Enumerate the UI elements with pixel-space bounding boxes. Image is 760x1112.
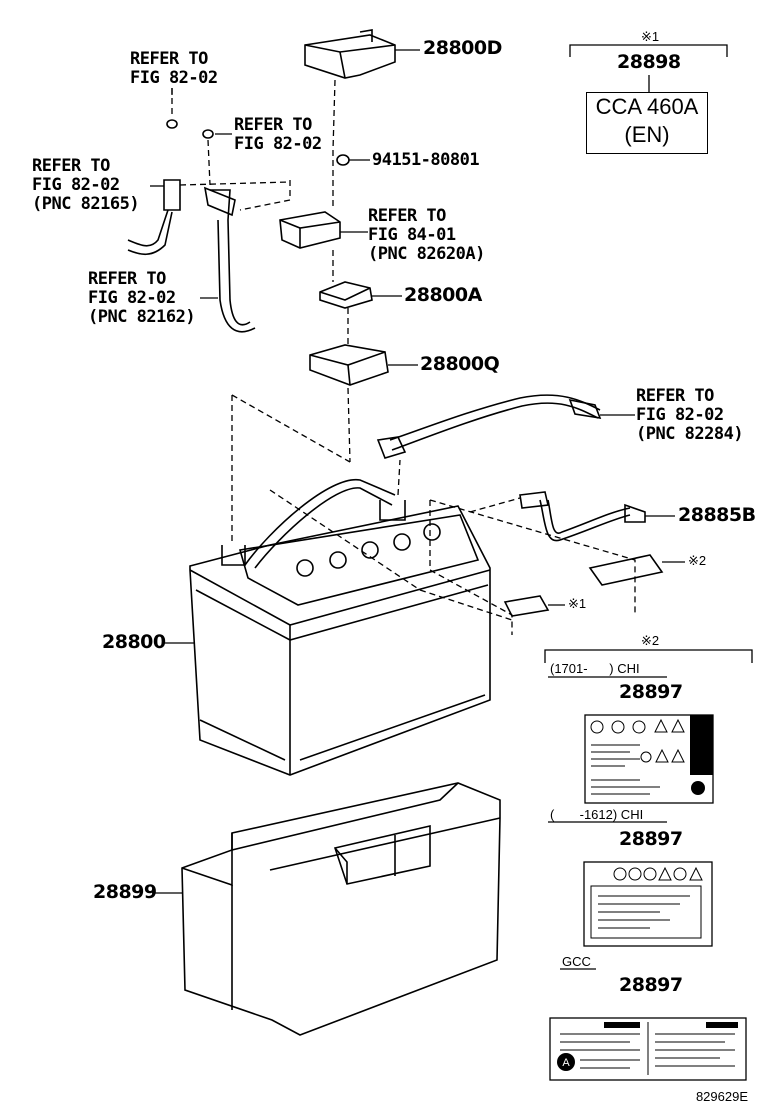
label-28897-1701 xyxy=(584,714,714,804)
part-28898: 28898 xyxy=(617,51,681,73)
battery-tray xyxy=(181,782,501,1036)
part-28899: 28899 xyxy=(93,881,157,903)
part-94151-80801: 94151-80801 xyxy=(372,150,480,170)
part-28897-1701: 28897 xyxy=(619,681,683,703)
cca-rating: CCA 460A xyxy=(595,94,699,119)
part-28800D: 28800D xyxy=(423,37,502,59)
label-sheet-2 xyxy=(588,554,664,586)
bolt-top xyxy=(166,119,178,129)
part-28897-1612: 28897 xyxy=(619,828,683,850)
clamp-28800A xyxy=(319,281,373,309)
battery-cable xyxy=(244,394,646,569)
note-mark1-header: ※1 xyxy=(641,29,660,44)
note-mark1-callout: ※1 xyxy=(568,596,587,611)
battery xyxy=(189,500,491,776)
svg-text:A: A xyxy=(562,1057,570,1069)
cca-label-box: CCA 460A (EN) xyxy=(586,92,708,154)
note-range-1701: (1701- ) CHI xyxy=(550,661,640,676)
bracket-mark2 xyxy=(544,649,753,663)
note-mark2-header: ※2 xyxy=(641,633,660,648)
cover-28800Q xyxy=(309,344,389,386)
fuse-block xyxy=(279,211,341,249)
part-28800Q: 28800Q xyxy=(420,353,500,375)
note-mark2-callout: ※2 xyxy=(688,553,707,568)
bolt-mid xyxy=(202,129,214,139)
part-28885B: 28885B xyxy=(678,504,756,526)
label-28897-gcc: A xyxy=(549,1017,747,1081)
note-range-1612: ( -1612) CHI xyxy=(550,807,644,822)
label-sheet-1 xyxy=(503,595,550,617)
ground-wires xyxy=(127,179,256,333)
cca-standard: (EN) xyxy=(624,122,670,147)
bracket-mark1 xyxy=(569,44,728,57)
nut-94151 xyxy=(336,154,350,166)
part-28800A: 28800A xyxy=(404,284,482,306)
part-28800: 28800 xyxy=(102,631,166,653)
part-28897-gcc: 28897 xyxy=(619,974,683,996)
note-gcc: GCC xyxy=(562,954,591,969)
label-28897-1612 xyxy=(583,861,713,947)
figure-number: 829629E xyxy=(695,1089,748,1104)
terminal-cover-28800D xyxy=(304,29,396,79)
